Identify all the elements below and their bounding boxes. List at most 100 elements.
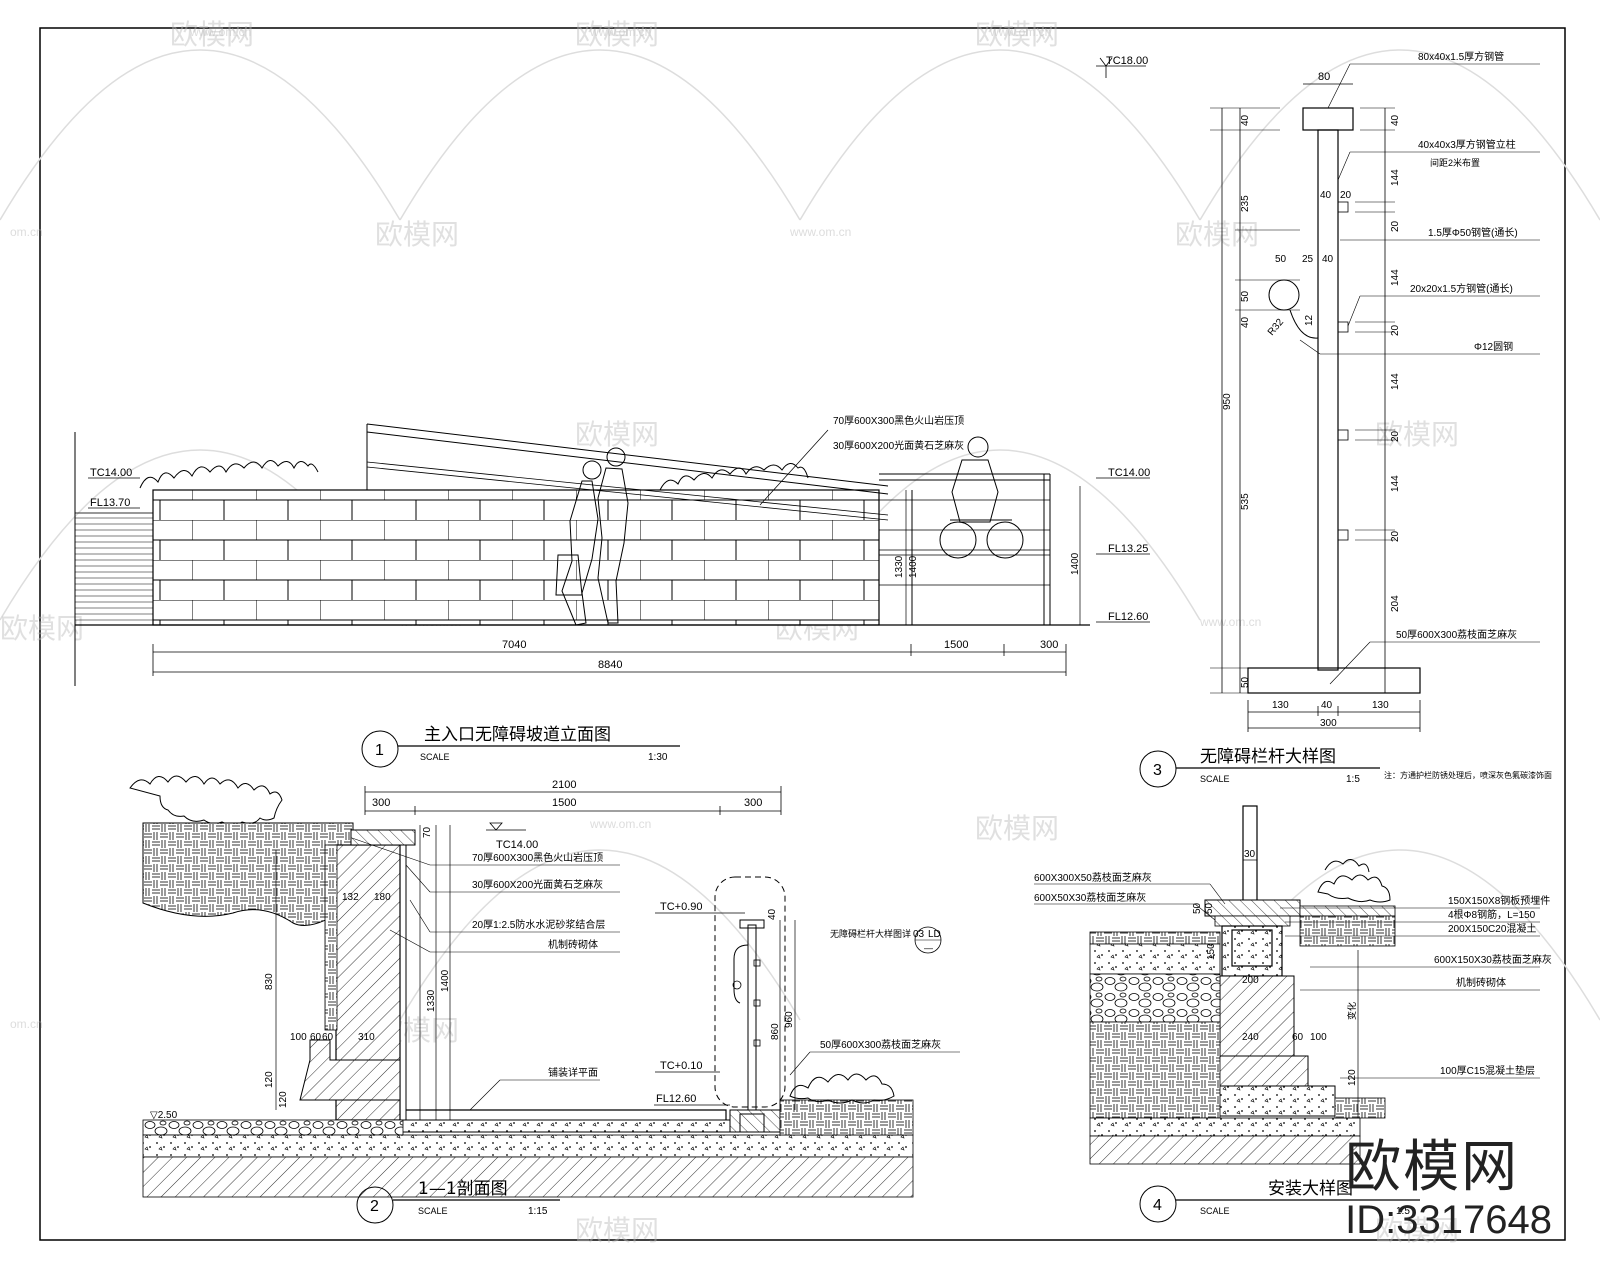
drawing-2-scale: 1:15: [528, 1206, 548, 1217]
drawing-3-scale-label: SCALE: [1200, 774, 1230, 784]
rail-dim-144-b: 144: [1390, 269, 1401, 286]
dim-300-left: 300: [372, 797, 390, 809]
left-steps: [74, 512, 154, 626]
rail-label-round-bar: Φ12圆钢: [1474, 340, 1513, 353]
rail-label-spacing: 间距2米布置: [1430, 157, 1480, 168]
install-dim-50-a: 50: [1192, 902, 1203, 914]
rail-dim-r32: R32: [1266, 316, 1287, 337]
wm-site: www.om.cn: [989, 25, 1051, 39]
wheelchair-figure: [939, 436, 1024, 559]
level-fl1260: FL12.60: [1108, 611, 1148, 623]
rail-dim-h40: 40: [1322, 254, 1334, 265]
detail-ref-sheet: LD: [928, 929, 941, 940]
install-dim-240: 240: [1242, 1032, 1259, 1043]
rail-dim-20-a: 20: [1390, 220, 1401, 232]
note-cladding: 30厚600X200光面黄石芝麻灰: [833, 439, 964, 452]
dim-1500: 1500: [944, 639, 968, 651]
dim-960: 960: [784, 1011, 795, 1028]
level-tc090: TC+0.90: [660, 901, 703, 913]
level-tc18: TC18.00: [1106, 55, 1148, 67]
brick-wall: [152, 489, 880, 626]
drawing-3-note: 注：方通护栏防锈处理后，喷深灰色氟碳漆饰面: [1384, 770, 1552, 780]
rail-dim-300: 300: [1320, 718, 1337, 729]
dim-860: 860: [770, 1023, 781, 1040]
rail-dim-204: 204: [1390, 595, 1401, 612]
rail-dim-235: 235: [1240, 195, 1251, 212]
note-section-brick: 机制砖砌体: [548, 938, 598, 951]
wm-brand: 欧模网: [1175, 218, 1259, 251]
dim-300: 300: [1040, 639, 1058, 651]
rail-dim-20-c: 20: [1390, 430, 1401, 442]
wm-brand: 欧模网: [975, 18, 1059, 51]
level-low: ▽2.50: [150, 1110, 178, 1121]
install-label-base: 100厚C15混凝土垫层: [1440, 1064, 1535, 1077]
rail-dim-h20: 20: [1340, 190, 1352, 201]
rail-dim-535: 535: [1240, 493, 1251, 510]
note-capstone: 70厚600X300黑色火山岩压顶: [833, 414, 964, 427]
rail-label-top-rail: 80x40x1.5厚方钢管: [1418, 50, 1504, 63]
rail-dim-50-b: 50: [1240, 676, 1251, 688]
install-label-cap-600x50: 600X50X30荔枝面芝麻灰: [1034, 891, 1146, 904]
dim-70: 70: [422, 826, 433, 838]
dim-1400-a: 1400: [908, 555, 919, 578]
rail-dim-950: 950: [1222, 393, 1233, 410]
drawing-3-railing-detail: 40 235 50 40 535 50 950 R32 80 40 144 20…: [1139, 50, 1552, 788]
dim-8840: 8840: [598, 659, 622, 671]
install-dim-30: 30: [1244, 849, 1256, 860]
dim-1330: 1330: [894, 555, 905, 578]
level-tc010: TC+0.10: [660, 1060, 703, 1072]
dim-120-b: 120: [278, 1091, 289, 1108]
note-section-mortar: 20厚1:2.5防水水泥砂浆结合层: [472, 918, 605, 931]
rail-dim-20-d: 20: [1390, 530, 1401, 542]
level-fl1370: FL13.70: [90, 497, 130, 509]
corner-watermark-logo: 欧模网: [1345, 1135, 1520, 1200]
wm-brand: 欧模网: [1375, 418, 1459, 451]
install-dim-50-b: 50: [1204, 902, 1215, 914]
wm-brand: 欧模网: [375, 218, 459, 251]
drawing-2-number: 2: [370, 1198, 379, 1215]
drawing-1-scale-label: SCALE: [420, 752, 450, 762]
note-section-cladding: 30厚600X200光面黄石芝麻灰: [472, 878, 603, 891]
dim-1330-section: 1330: [426, 989, 437, 1012]
wm-brand: 欧模网: [575, 418, 659, 451]
background-watermarks: 欧模网 www.om.cn 欧模网 www.om.cn 欧模网 www.om.c…: [0, 18, 1600, 1247]
dim-830: 830: [264, 973, 275, 990]
rail-dim-130-a: 130: [1272, 700, 1289, 711]
level-tc14-section: TC14.00: [496, 839, 538, 851]
rail-dim-144-c: 144: [1390, 373, 1401, 390]
drawing-4-scale-label: SCALE: [1200, 1206, 1230, 1216]
drawing-2-scale-label: SCALE: [418, 1206, 448, 1216]
drawing-3-title: 无障碍栏杆大样图: [1200, 747, 1336, 767]
rail-dim-20-b: 20: [1390, 324, 1401, 336]
wm-brand: 欧模网: [975, 812, 1059, 845]
rail-dim-b40: 40: [1321, 700, 1333, 711]
drawing-2-title: 1—1剖面图: [418, 1179, 508, 1199]
drawing-1-scale: 1:30: [648, 752, 668, 763]
dim-7040: 7040: [502, 639, 526, 651]
wm-brand: 欧模网: [575, 18, 659, 51]
wm-site: www.om.cn: [589, 25, 651, 39]
rail-dim-80: 80: [1318, 71, 1330, 83]
note-section-capstone: 70厚600X300黑色火山岩压顶: [472, 851, 603, 864]
level-tc14-right: TC14.00: [1108, 467, 1150, 479]
dim-300-right: 300: [744, 797, 762, 809]
wm-site: om.cn: [10, 1017, 43, 1031]
drawing-3-number: 3: [1153, 762, 1162, 779]
rail-dim-40-b: 40: [1390, 114, 1401, 126]
wm-brand: 欧模网: [170, 18, 254, 51]
note-section-paving-50: 50厚600X300荔枝面芝麻灰: [820, 1038, 941, 1051]
rail-dim-h25: 25: [1302, 254, 1314, 265]
rail-dim-144-a: 144: [1390, 169, 1401, 186]
dim-132: 132: [342, 892, 359, 903]
drawing-4-number: 4: [1153, 1197, 1162, 1214]
drawing-3-scale: 1:5: [1346, 774, 1360, 785]
drawing-1-title: 主入口无障碍坡道立面图: [424, 725, 611, 745]
drawing-4-scale: 1:5: [1396, 1206, 1410, 1217]
sheet-border: [39, 27, 1566, 1241]
install-label-paving-600x150: 600X150X30荔枝面芝麻灰: [1434, 953, 1552, 966]
corner-watermark: 欧模网 ID:3317648: [1345, 1135, 1552, 1243]
rail-dim-12: 12: [1304, 314, 1315, 326]
wm-site: www.om.cn: [789, 225, 851, 239]
rail-dim-144-d: 144: [1390, 475, 1401, 492]
rail-label-paving: 50厚600X300荔枝面芝麻灰: [1396, 628, 1517, 641]
